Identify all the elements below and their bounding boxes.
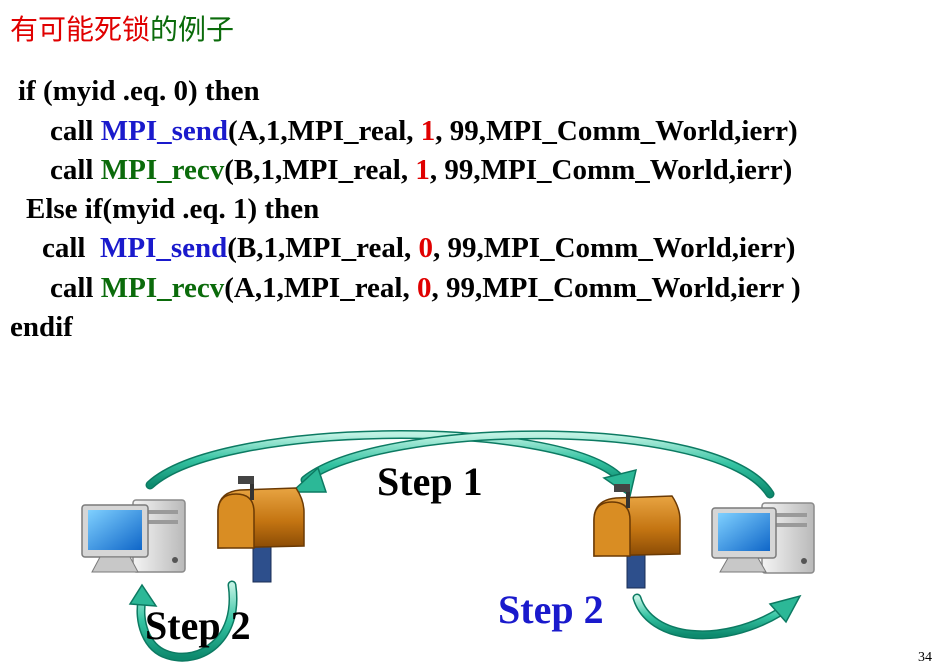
args-before: (A,1,MPI_real, [228, 115, 421, 147]
code-line-send-rank1: call MPI_send(B,1,MPI_real, 0, 99,MPI_Co… [42, 229, 795, 268]
args-before: (A,1,MPI_real, [224, 272, 417, 304]
computer-icon-process0 [81, 499, 186, 573]
title-part-green: 的例子 [150, 13, 235, 46]
mpi-send-call: MPI_send [100, 232, 228, 264]
args-after: , 99,MPI_Comm_World,ierr) [432, 232, 796, 264]
source-rank: 1 [415, 154, 430, 186]
slide-title: 有可能死锁的例子 [10, 10, 234, 50]
code-line-endif: endif [10, 311, 73, 343]
mpi-recv-call: MPI_recv [100, 272, 225, 304]
step2-arrow-left [128, 580, 238, 662]
call-keyword: call [50, 115, 101, 147]
code-line-if: if (myid .eq. 0) then [18, 75, 260, 107]
dest-rank: 0 [418, 232, 433, 264]
call-keyword: call [42, 232, 100, 264]
step2-label-right: Step 2 [498, 587, 604, 632]
args-before: (B,1,MPI_real, [224, 154, 416, 186]
title-part-red: 有可能死锁 [10, 13, 151, 46]
page-number: 34 [918, 650, 932, 665]
computer-icon-process1 [711, 502, 815, 574]
step2-label-left: Step 2 [145, 603, 251, 648]
step1-arrow-right-to-left [290, 430, 775, 499]
step2-arrow-right [632, 593, 802, 640]
code-line-elseif: Else if(myid .eq. 1) then [26, 193, 320, 225]
code-line-send-rank0: call MPI_send(A,1,MPI_real, 1, 99,MPI_Co… [50, 112, 798, 151]
step1-label: Step 1 [377, 459, 483, 504]
mailbox-icon-right [593, 484, 681, 589]
args-after: , 99,MPI_Comm_World,ierr) [435, 115, 798, 147]
call-keyword: call [50, 272, 101, 304]
args-before: (B,1,MPI_real, [227, 232, 419, 264]
source-rank: 0 [416, 272, 432, 304]
call-keyword: call [50, 154, 101, 186]
args-after: , 99,MPI_Comm_World,ierr) [429, 154, 793, 186]
dest-rank: 1 [420, 115, 436, 147]
mpi-recv-call: MPI_recv [100, 154, 225, 186]
code-line-recv-rank1: call MPI_recv(A,1,MPI_real, 0, 99,MPI_Co… [50, 269, 801, 308]
args-after: , 99,MPI_Comm_World,ierr ) [431, 272, 801, 304]
code-line-recv-rank0: call MPI_recv(B,1,MPI_real, 1, 99,MPI_Co… [50, 151, 792, 190]
mailbox-icon-left [217, 476, 305, 583]
mpi-send-call: MPI_send [100, 115, 229, 147]
